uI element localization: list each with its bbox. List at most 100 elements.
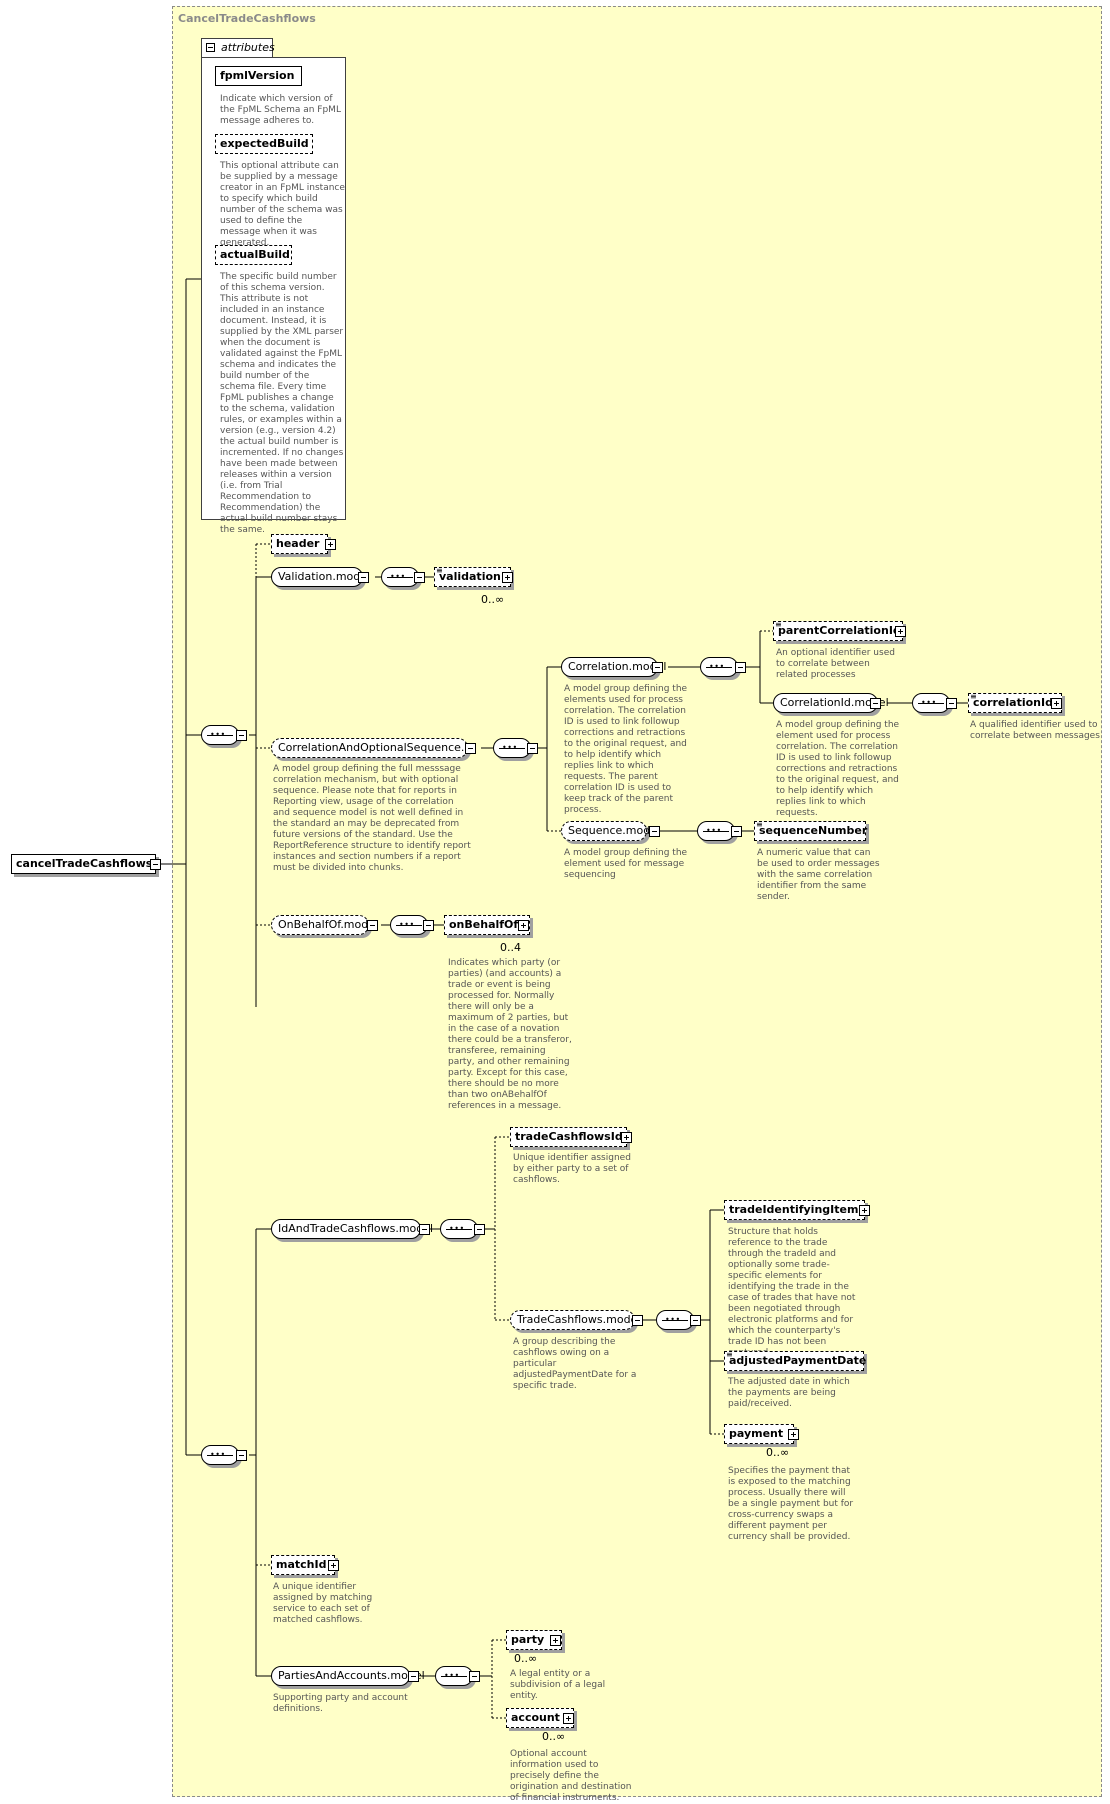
expand-icon[interactable] (1051, 698, 1062, 709)
group-on-behalf-of-model[interactable]: OnBehalfOf.model (271, 915, 378, 935)
expand-icon[interactable] (895, 626, 906, 637)
collapse-icon[interactable] (690, 1315, 701, 1326)
element-adjusted-payment-date[interactable]: adjustedPaymentDate (724, 1346, 866, 1371)
collapse-icon[interactable] (358, 572, 369, 583)
element-correlation-id[interactable]: correlationId (968, 688, 1062, 713)
expand-icon[interactable] (325, 539, 336, 550)
element-doc: Unique identifier assigned by either par… (513, 1153, 631, 1185)
group-doc: A model group defining the full messsage… (273, 764, 471, 873)
group-parties-and-accounts-model[interactable]: PartiesAndAccounts.model (271, 1666, 425, 1686)
sequence-compositor[interactable] (912, 693, 950, 713)
element-doc: The adjusted date in which the payments … (728, 1377, 850, 1409)
element-on-behalf-of[interactable]: onBehalfOf (444, 915, 530, 935)
group-correlation-id-model[interactable]: CorrelationId.model (773, 693, 889, 713)
element-doc: A numeric value that can be used to orde… (757, 848, 880, 902)
expand-icon[interactable] (518, 920, 529, 931)
collapse-icon[interactable] (735, 662, 746, 673)
element-trade-cashflows-id[interactable]: tradeCashflowsId (510, 1127, 627, 1147)
sequence-compositor[interactable] (201, 1445, 239, 1465)
attributes-tab[interactable]: attributes (201, 38, 275, 57)
expand-icon[interactable] (563, 1713, 574, 1724)
sequence-compositor[interactable] (697, 821, 735, 841)
sequence-compositor[interactable] (201, 725, 239, 745)
group-validation-model[interactable]: Validation.model (271, 567, 370, 587)
expand-icon[interactable] (621, 1132, 632, 1143)
collapse-icon[interactable] (150, 859, 161, 870)
collapse-icon[interactable] (870, 698, 881, 709)
expand-icon[interactable] (328, 1560, 339, 1571)
sequence-compositor[interactable] (656, 1310, 694, 1330)
cardinality: 0..∞ (481, 593, 505, 606)
cardinality: 0..∞ (514, 1652, 538, 1665)
element-doc: A legal entity or a subdivision of a leg… (510, 1669, 606, 1701)
group-correlation-model[interactable]: Correlation.model (561, 657, 666, 677)
attr-doc: This optional attribute can be supplied … (220, 161, 345, 248)
sequence-compositor[interactable] (440, 1219, 478, 1239)
expand-icon[interactable] (550, 1635, 561, 1646)
expand-icon[interactable] (502, 572, 513, 583)
attr-actual-build[interactable]: actualBuild (215, 245, 292, 265)
sequence-compositor[interactable] (435, 1666, 473, 1686)
collapse-icon[interactable] (419, 1224, 430, 1235)
collapse-icon[interactable] (527, 743, 538, 754)
element-sequence-number[interactable]: sequenceNumber (754, 816, 867, 841)
group-trade-cashflows-model[interactable]: TradeCashflows.model (510, 1310, 640, 1330)
group-doc: A model group defining the element used … (564, 848, 688, 880)
element-doc: A unique identifier assigned by matching… (273, 1582, 373, 1625)
sequence-compositor[interactable] (390, 915, 428, 935)
root-element[interactable]: cancelTradeCashflows (11, 854, 156, 874)
sequence-compositor[interactable] (700, 657, 738, 677)
group-doc: A group describing the cashflows owing o… (513, 1337, 637, 1391)
cardinality: 0..4 (500, 941, 521, 954)
element-validation[interactable]: validation (434, 562, 511, 587)
collapse-icon[interactable] (236, 1450, 247, 1461)
collapse-icon[interactable] (652, 662, 663, 673)
collapse-icon[interactable] (414, 572, 425, 583)
group-correlation-optional-sequence[interactable]: CorrelationAndOptionalSequence.mo... (271, 738, 468, 758)
collapse-icon[interactable] (408, 1671, 419, 1682)
element-doc: A qualified identifier used to correlate… (970, 720, 1100, 741)
collapse-icon[interactable] (731, 826, 742, 837)
group-id-and-trade-cashflows-model[interactable]: IdAndTradeCashflows.model (271, 1219, 433, 1239)
collapse-icon[interactable] (236, 730, 247, 741)
element-doc: An optional identifier used to correlate… (776, 648, 895, 680)
collapse-icon[interactable] (423, 920, 434, 931)
expand-icon[interactable] (788, 1429, 799, 1440)
element-doc: Specifies the payment that is exposed to… (728, 1466, 854, 1542)
panel-title: CancelTradeCashflows (178, 12, 316, 25)
collapse-icon[interactable] (474, 1224, 485, 1235)
element-doc: Optional account information used to pre… (510, 1749, 632, 1803)
group-sequence-model[interactable]: Sequence.model (561, 821, 660, 841)
collapse-icon[interactable] (946, 698, 957, 709)
element-parent-correlation-id[interactable]: parentCorrelationId (773, 616, 903, 641)
attr-fpml-version[interactable]: fpmlVersion (215, 66, 302, 86)
collapse-icon[interactable] (632, 1315, 643, 1326)
attributes-label: attributes (221, 41, 275, 54)
attr-doc: Indicate which version of the FpML Schem… (220, 94, 341, 126)
collapse-icon[interactable] (465, 743, 476, 754)
attr-doc: The specific build number of this schema… (220, 272, 344, 535)
element-party[interactable]: party (506, 1630, 562, 1650)
element-doc: Structure that holds reference to the tr… (728, 1227, 856, 1358)
element-header[interactable]: header (271, 534, 328, 554)
element-payment[interactable]: payment (724, 1424, 794, 1444)
cardinality: 0..∞ (766, 1446, 790, 1459)
collapse-icon[interactable] (367, 920, 378, 931)
sequence-compositor[interactable] (381, 567, 419, 587)
group-doc: Supporting party and account definitions… (273, 1693, 408, 1714)
expand-icon[interactable] (859, 1205, 870, 1216)
sequence-compositor[interactable] (493, 738, 531, 758)
element-account[interactable]: account (506, 1708, 574, 1728)
group-doc: A model group defining the element used … (776, 720, 900, 818)
collapse-icon[interactable] (206, 43, 215, 52)
element-doc: Indicates which party (or parties) (and … (448, 958, 572, 1111)
collapse-icon[interactable] (649, 826, 660, 837)
attr-expected-build[interactable]: expectedBuild (215, 134, 313, 154)
element-match-id[interactable]: matchId (271, 1555, 335, 1575)
cardinality: 0..∞ (542, 1730, 566, 1743)
group-doc: A model group defining the elements used… (564, 684, 688, 815)
element-trade-identifying-items[interactable]: tradeIdentifyingItems (724, 1200, 865, 1220)
collapse-icon[interactable] (469, 1671, 480, 1682)
